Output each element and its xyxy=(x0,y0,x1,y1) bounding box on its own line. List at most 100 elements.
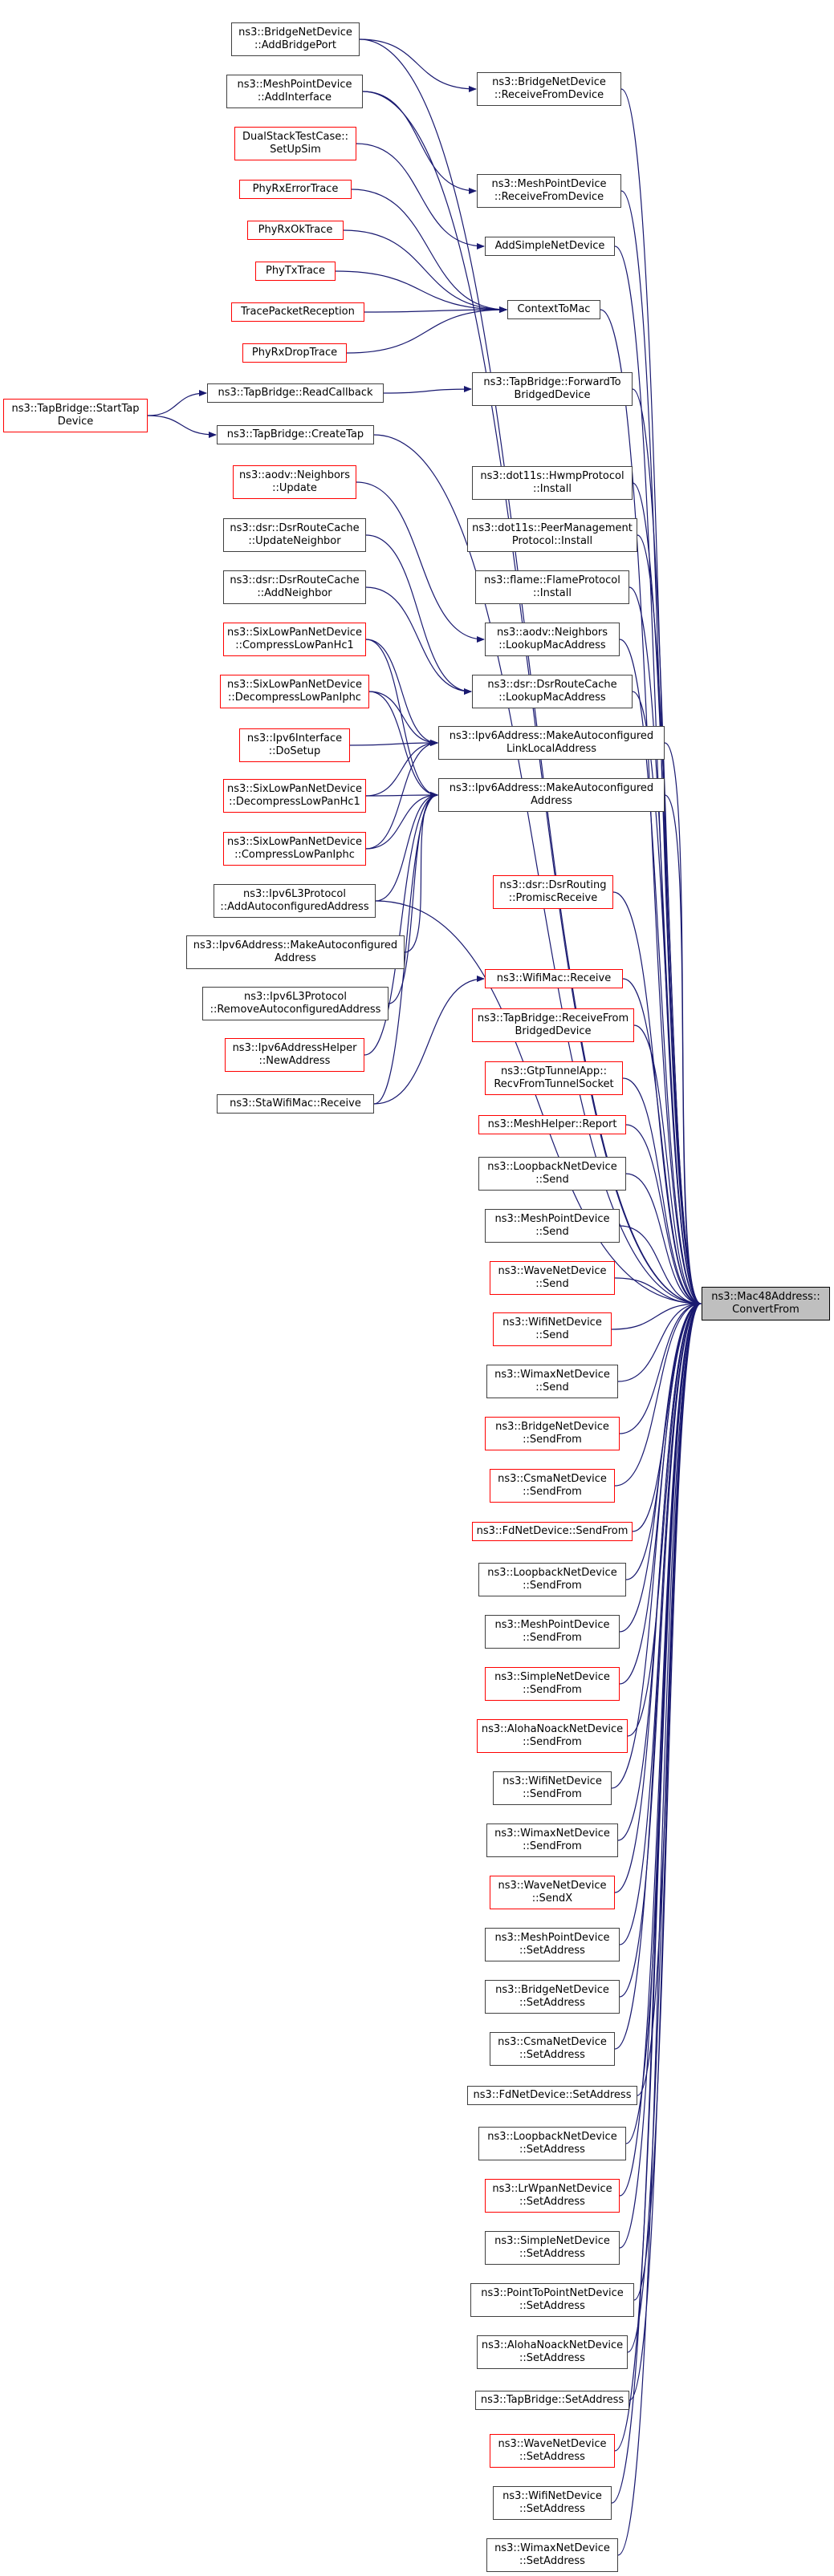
node-tapbridge-setaddress[interactable]: ns3::TapBridge::SetAddress xyxy=(475,2391,629,2410)
node-aodv-lookup-mac-address[interactable]: ns3::aodv::Neighbors ::LookupMacAddress xyxy=(485,623,620,656)
node-phy-tx-trace[interactable]: PhyTxTrace xyxy=(255,262,336,281)
node-context-to-mac[interactable]: ContextToMac xyxy=(507,300,600,319)
node-dsr-add-neighbor[interactable]: ns3::dsr::DsrRouteCache ::AddNeighbor xyxy=(223,570,366,604)
node-dualstack-setupsim[interactable]: DualStackTestCase:: SetUpSim xyxy=(234,127,356,160)
node-add-simple-net-device[interactable]: AddSimpleNetDevice xyxy=(485,237,615,256)
node-csma-setaddress[interactable]: ns3::CsmaNetDevice ::SetAddress xyxy=(490,2032,615,2066)
edge-wimax_send-to-root xyxy=(617,1300,702,1382)
node-sixlowpan-decompress-hc1[interactable]: ns3::SixLowPanNetDevice ::DecompressLowP… xyxy=(223,779,366,813)
edge-p2p_setaddr-to-root xyxy=(633,1300,702,2301)
node-sixlowpan-decompress-iphc[interactable]: ns3::SixLowPanNetDevice ::DecompressLowP… xyxy=(220,675,369,708)
node-aloha-sendfrom[interactable]: ns3::AlohaNoackNetDevice ::SendFrom xyxy=(477,1719,628,1753)
node-tapbridge-receive-from-bridged-device[interactable]: ns3::TapBridge::ReceiveFrom BridgedDevic… xyxy=(472,1008,634,1042)
node-mesh-sendfrom[interactable]: ns3::MeshPointDevice ::SendFrom xyxy=(485,1615,620,1649)
node-mesh-add-interface[interactable]: ns3::MeshPointDevice ::AddInterface xyxy=(226,75,363,108)
node-ipv6-address-helper-new-address[interactable]: ns3::Ipv6AddressHelper ::NewAddress xyxy=(225,1038,364,1072)
node-wave-send[interactable]: ns3::WaveNetDevice ::Send xyxy=(490,1261,615,1295)
edge-peer_mgmt_install-to-root xyxy=(637,534,702,1307)
node-tapbridge-start-tap-device[interactable]: ns3::TapBridge::StartTap Device xyxy=(3,399,148,432)
node-bridge-sendfrom[interactable]: ns3::BridgeNetDevice ::SendFrom xyxy=(485,1417,620,1450)
node-mesh-receive-from-device[interactable]: ns3::MeshPointDevice ::ReceiveFromDevice xyxy=(477,174,621,208)
node-loopback-send[interactable]: ns3::LoopbackNetDevice ::Send xyxy=(478,1157,626,1191)
node-csma-sendfrom[interactable]: ns3::CsmaNetDevice ::SendFrom xyxy=(490,1469,615,1503)
root-node-mac48address-convertfrom: ns3::Mac48Address:: ConvertFrom xyxy=(702,1287,830,1320)
node-sixlowpan-compress-iphc[interactable]: ns3::SixLowPanNetDevice ::CompressLowPan… xyxy=(223,832,366,866)
edge-decompress_iphc-to-ipv6_make_auto xyxy=(368,691,438,798)
edge-dsr_add_neighbor-to-dsr_lookup xyxy=(365,586,472,695)
edge-tap_receive_from_bridged-to-root xyxy=(633,1024,702,1307)
edge-ipv6l3_add_auto-to-ipv6_make_auto xyxy=(375,792,438,902)
edge-read_callback-to-forward_to_bridged xyxy=(383,386,472,394)
node-mesh-helper-report[interactable]: ns3::MeshHelper::Report xyxy=(478,1115,626,1134)
node-trace-packet-reception[interactable]: TracePacketReception xyxy=(231,302,364,322)
node-wimax-sendfrom[interactable]: ns3::WimaxNetDevice ::SendFrom xyxy=(486,1823,618,1857)
edge-csma_setaddr-to-root xyxy=(614,1300,702,2050)
node-fd-sendfrom[interactable]: ns3::FdNetDevice::SendFrom xyxy=(472,1522,633,1541)
node-mesh-send[interactable]: ns3::MeshPointDevice ::Send xyxy=(485,1209,620,1243)
node-hwmp-protocol-install[interactable]: ns3::dot11s::HwmpProtocol ::Install xyxy=(472,466,633,500)
node-wave-setaddress[interactable]: ns3::WaveNetDevice ::SetAddress xyxy=(490,2434,615,2468)
node-ipv6-make-autoconfigured-address[interactable]: ns3::Ipv6Address::MakeAutoconfigured Add… xyxy=(438,778,665,812)
edge-add_bridge_port-to-root xyxy=(359,39,702,1307)
node-ipv6l3-remove-autoconfigured-address[interactable]: ns3::Ipv6L3Protocol ::RemoveAutoconfigur… xyxy=(202,987,389,1020)
node-loopback-setaddress[interactable]: ns3::LoopbackNetDevice ::SetAddress xyxy=(478,2127,626,2160)
node-wimax-setaddress[interactable]: ns3::WimaxNetDevice ::SetAddress xyxy=(486,2538,618,2572)
node-aodv-neighbors-update[interactable]: ns3::aodv::Neighbors ::Update xyxy=(233,465,356,499)
node-simple-setaddress[interactable]: ns3::SimpleNetDevice ::SetAddress xyxy=(485,2231,620,2265)
node-sixlowpan-compress-hc1[interactable]: ns3::SixLowPanNetDevice ::CompressLowPan… xyxy=(223,623,366,656)
edge-decompress_hc1-to-ipv6_make_auto xyxy=(365,792,438,799)
node-phy-rx-drop-trace[interactable]: PhyRxDropTrace xyxy=(242,343,347,363)
edge-aloha_setaddr-to-root xyxy=(627,1300,702,2353)
edge-aodv_lookup-to-root xyxy=(619,639,702,1307)
edge-compress_hc1-to-ipv6_make_linklocal xyxy=(365,639,438,746)
node-ipv6-make-autoconfigured-linklocal[interactable]: ns3::Ipv6Address::MakeAutoconfigured Lin… xyxy=(438,726,665,760)
edge-wifimac_receive-to-root xyxy=(622,978,702,1307)
edge-wave_send-to-root xyxy=(614,1277,702,1307)
node-bridge-add-bridge-port[interactable]: ns3::BridgeNetDevice ::AddBridgePort xyxy=(231,22,360,56)
edge-wimax_setaddr-to-root xyxy=(617,1300,702,2556)
node-ipv6-make-autoconfigured-address-left[interactable]: ns3::Ipv6Address::MakeAutoconfigured Add… xyxy=(186,935,405,969)
node-phy-rx-error-trace[interactable]: PhyRxErrorTrace xyxy=(239,180,352,199)
edge-ipv6l3_add_auto-to-root xyxy=(375,900,702,1307)
edge-wifi_send-to-root xyxy=(611,1300,702,1330)
node-wifimac-receive[interactable]: ns3::WifiMac::Receive xyxy=(485,969,623,988)
node-phy-rx-ok-trace[interactable]: PhyRxOkTrace xyxy=(247,221,344,240)
node-dsr-lookup-mac-address[interactable]: ns3::dsr::DsrRouteCache ::LookupMacAddre… xyxy=(472,675,633,708)
edge-start_tap-to-create_tap xyxy=(147,415,217,438)
edge-mesh_helper_report-to-root xyxy=(625,1124,702,1307)
edge-mesh_sendfrom-to-root xyxy=(619,1300,702,1633)
node-wifi-setaddress[interactable]: ns3::WifiNetDevice ::SetAddress xyxy=(493,2486,612,2520)
node-peer-management-install[interactable]: ns3::dot11s::PeerManagement Protocol::In… xyxy=(467,518,637,552)
edge-sta_receive-to-ipv6_make_auto xyxy=(373,792,438,1105)
edge-start_tap-to-read_callback xyxy=(147,390,207,416)
node-wave-sendx[interactable]: ns3::WaveNetDevice ::SendX xyxy=(490,1876,615,1909)
node-ipv6l3-add-autoconfigured-address[interactable]: ns3::Ipv6L3Protocol ::AddAutoconfiguredA… xyxy=(214,884,376,918)
node-fd-setaddress[interactable]: ns3::FdNetDevice::SetAddress xyxy=(467,2086,637,2105)
node-loopback-sendfrom[interactable]: ns3::LoopbackNetDevice ::SendFrom xyxy=(478,1563,626,1596)
node-flame-protocol-install[interactable]: ns3::flame::FlameProtocol ::Install xyxy=(475,570,629,604)
node-tapbridge-read-callback[interactable]: ns3::TapBridge::ReadCallback xyxy=(207,383,384,403)
node-simple-sendfrom[interactable]: ns3::SimpleNetDevice ::SendFrom xyxy=(485,1667,620,1701)
node-ipv6-interface-dosetup[interactable]: ns3::Ipv6Interface ::DoSetup xyxy=(239,728,350,762)
edge-wave_sendx-to-root xyxy=(614,1300,702,1893)
node-pointtopoint-setaddress[interactable]: ns3::PointToPointNetDevice ::SetAddress xyxy=(470,2283,634,2317)
edge-flame_install-to-root xyxy=(629,586,702,1307)
node-tapbridge-create-tap[interactable]: ns3::TapBridge::CreateTap xyxy=(217,425,374,444)
node-wimax-send[interactable]: ns3::WimaxNetDevice ::Send xyxy=(486,1365,618,1398)
node-aloha-setaddress[interactable]: ns3::AlohaNoackNetDevice ::SetAddress xyxy=(477,2335,628,2369)
node-mesh-setaddress[interactable]: ns3::MeshPointDevice ::SetAddress xyxy=(485,1928,620,1961)
node-wifi-send[interactable]: ns3::WifiNetDevice ::Send xyxy=(493,1312,612,1346)
node-stawifimac-receive[interactable]: ns3::StaWifiMac::Receive xyxy=(217,1094,374,1114)
node-lrwpan-setaddress[interactable]: ns3::LrWpanNetDevice ::SetAddress xyxy=(485,2179,620,2213)
edge-ipv6_iface_dosetup-to-ipv6_make_linklocal xyxy=(349,740,438,747)
edge-wifi_setaddr-to-root xyxy=(611,1300,702,2504)
edge-bridge_sendfrom-to-root xyxy=(619,1300,702,1434)
node-bridge-receive-from-device[interactable]: ns3::BridgeNetDevice ::ReceiveFromDevice xyxy=(477,72,621,106)
node-dsr-routing-promisc-receive[interactable]: ns3::dsr::DsrRouting ::PromiscReceive xyxy=(493,875,613,909)
node-dsr-update-neighbor[interactable]: ns3::dsr::DsrRouteCache ::UpdateNeighbor xyxy=(223,518,366,552)
node-gtp-tunnel-app-recv[interactable]: ns3::GtpTunnelApp:: RecvFromTunnelSocket xyxy=(485,1061,623,1095)
node-bridge-setaddress[interactable]: ns3::BridgeNetDevice ::SetAddress xyxy=(485,1980,620,2014)
node-wifi-sendfrom[interactable]: ns3::WifiNetDevice ::SendFrom xyxy=(493,1771,612,1805)
node-tapbridge-forward-to-bridged-device[interactable]: ns3::TapBridge::ForwardTo BridgedDevice xyxy=(472,372,633,406)
